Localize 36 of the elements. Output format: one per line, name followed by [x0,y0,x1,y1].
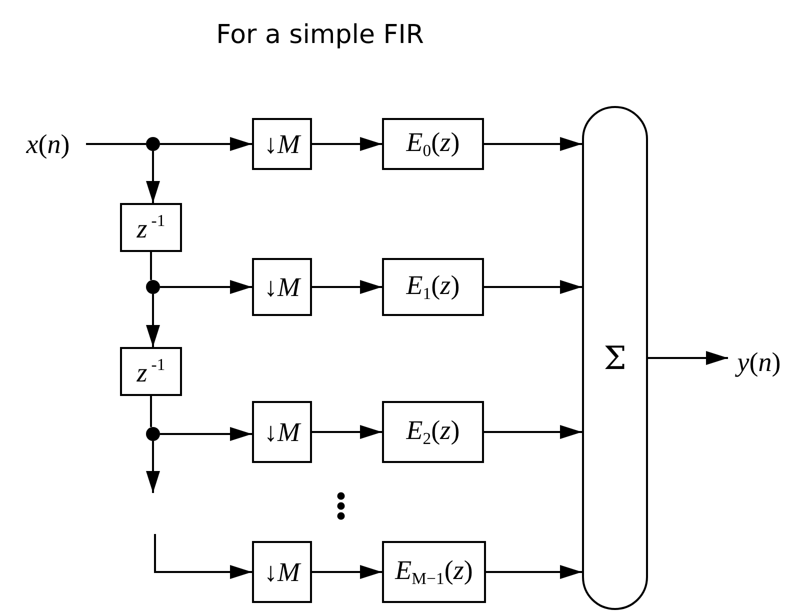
signal-label: y(n) [737,348,781,376]
arrow [312,137,382,151]
filter-block: E$_{2}$(z) [382,401,484,463]
arrow [154,534,252,579]
arrow [146,294,160,347]
downsampler-block: ↓M [252,541,312,603]
arrow [648,351,728,365]
downsampler-block: ↓M [252,258,312,316]
arrow [146,151,160,203]
delay-block: z$^{-1}$ [120,347,182,396]
delay-block: z$^{-1}$ [120,203,182,252]
arrow [484,280,582,294]
arrow [484,137,582,151]
title: For a simple FIR [215,20,425,50]
arrow [160,280,252,294]
arrow [312,425,382,439]
filter-block: E$_{1}$(z) [382,258,484,316]
arrow [160,427,252,441]
filter-block: E$_{0}$(z) [382,118,484,170]
downsampler-block: ↓M [252,118,312,170]
line [150,252,152,280]
arrow [146,441,160,493]
filter-block: E$_{M−1}$(z) [382,541,486,603]
arrow [486,565,582,579]
junction-dot [146,427,160,441]
downsampler-block: ↓M [252,401,312,463]
line [150,396,152,427]
junction-dot [146,137,160,151]
signal-label: x(n) [26,130,70,158]
junction-dot [146,280,160,294]
arrow [160,137,252,151]
arrow [312,565,382,579]
summer-block: Σ [582,106,648,610]
line [86,143,146,145]
arrow [484,425,582,439]
arrow [312,280,382,294]
